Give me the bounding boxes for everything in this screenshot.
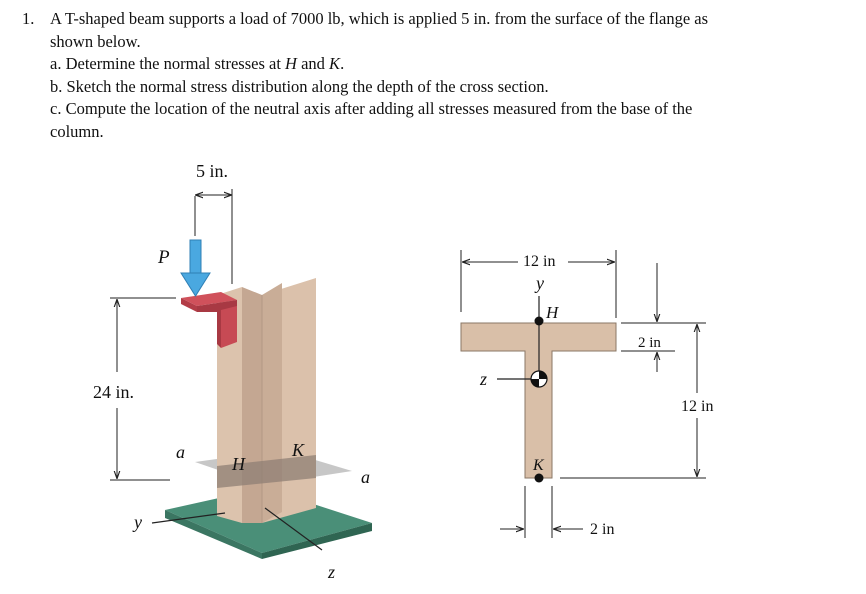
point-k-dot bbox=[534, 473, 544, 483]
t-section-shape bbox=[460, 322, 617, 479]
section-point-k-label: K bbox=[532, 457, 545, 474]
problem-statement: 1. A T-shaped beam supports a load of 70… bbox=[22, 8, 852, 143]
axis-z-label: z bbox=[327, 562, 335, 582]
web-side-face bbox=[242, 287, 262, 523]
flange-edge bbox=[262, 283, 282, 523]
height-dimension-label: 24 in. bbox=[93, 382, 134, 402]
offset-dimension-label: 5 in. bbox=[196, 161, 228, 181]
bracket-web bbox=[197, 300, 237, 348]
bracket-top bbox=[181, 292, 237, 306]
axis-y-label: y bbox=[132, 512, 142, 532]
problem-stem-line1: A T-shaped beam supports a load of 7000 … bbox=[50, 9, 709, 28]
bracket-side bbox=[221, 300, 237, 348]
load-arrow-shaft bbox=[189, 239, 202, 276]
load-arrow-head bbox=[180, 272, 211, 297]
beam-3d-figure: 5 in. P 24 in. a a H K y z bbox=[93, 161, 372, 582]
section-band bbox=[217, 455, 316, 488]
base-plate-front bbox=[165, 510, 262, 559]
bracket-front bbox=[181, 298, 197, 312]
section-label-left: a bbox=[176, 442, 185, 462]
flange-thickness-label: 2 in bbox=[638, 335, 661, 351]
point-h-label: H bbox=[231, 454, 246, 474]
part-c-line2: column. bbox=[50, 121, 104, 141]
part-a: a. Determine the normal stresses at H an… bbox=[50, 54, 345, 73]
depth-dimension-label: 12 in bbox=[681, 398, 713, 415]
base-plate-side bbox=[262, 523, 372, 559]
load-label: P bbox=[157, 247, 170, 268]
section-axis-z-label: z bbox=[479, 369, 487, 389]
centroid-symbol bbox=[530, 370, 548, 388]
part-b: b. Sketch the normal stress distribution… bbox=[50, 76, 549, 96]
problem-stem-line2: shown below. bbox=[50, 31, 141, 51]
section-label-right: a bbox=[361, 467, 370, 487]
part-c-line1: c. Compute the location of the neutral a… bbox=[50, 99, 693, 118]
problem-number: 1. bbox=[22, 9, 35, 28]
cross-section-figure: 12 in y H z K 2 in 12 in bbox=[460, 250, 713, 538]
point-k-label: K bbox=[291, 440, 305, 460]
point-h-dot bbox=[534, 316, 544, 326]
section-axis-y-label: y bbox=[534, 273, 544, 293]
section-point-h-label: H bbox=[545, 303, 560, 322]
web-width-label: 2 in bbox=[590, 521, 614, 538]
width-dimension-label: 12 in bbox=[523, 253, 555, 270]
